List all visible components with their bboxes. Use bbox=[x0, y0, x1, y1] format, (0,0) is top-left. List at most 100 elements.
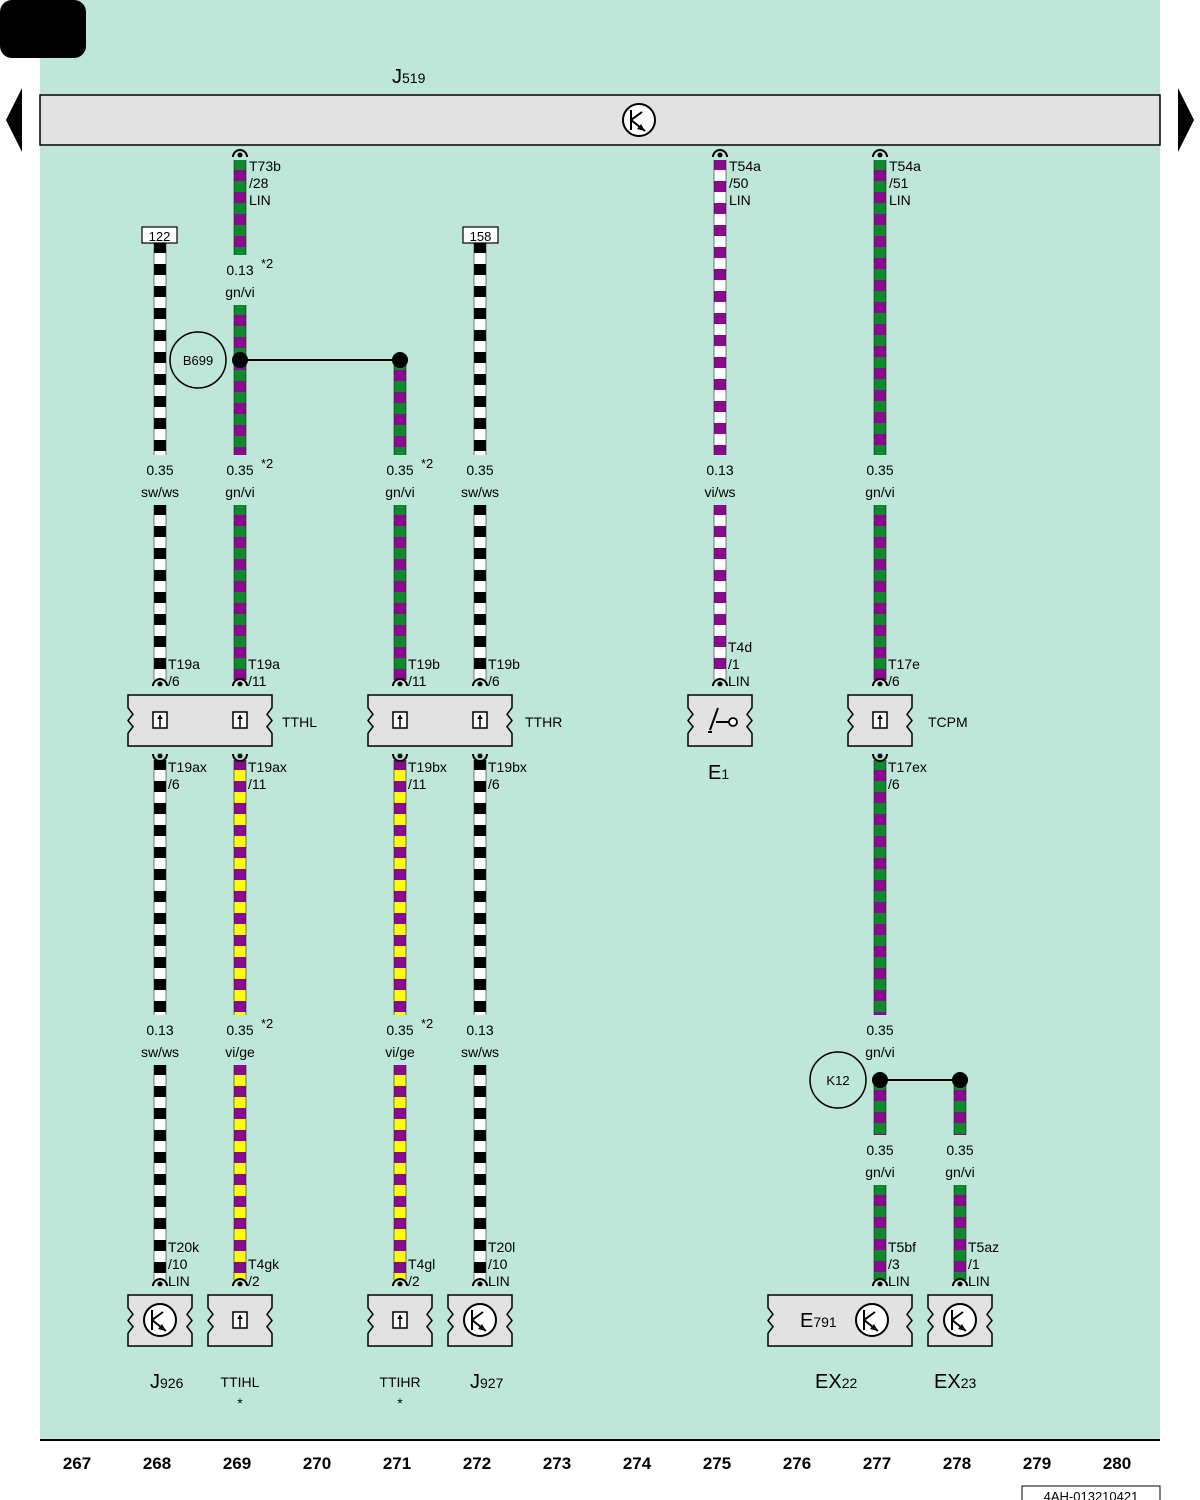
wire-segment bbox=[953, 1080, 967, 1135]
component-note: * bbox=[397, 1395, 403, 1411]
connector-pin-icon bbox=[872, 711, 888, 729]
column-number: 268 bbox=[143, 1454, 171, 1473]
wire-segment bbox=[713, 160, 727, 455]
svg-text:0.13: 0.13 bbox=[226, 262, 253, 278]
svg-text:B699: B699 bbox=[183, 353, 213, 368]
pin-contact-icon bbox=[872, 149, 888, 158]
prev-page-icon[interactable] bbox=[6, 88, 22, 152]
wire-segment bbox=[473, 505, 487, 680]
wire-segment bbox=[873, 760, 887, 1015]
wire-segment bbox=[233, 305, 247, 455]
svg-text:0.35: 0.35 bbox=[866, 1142, 893, 1158]
connector-label: T19a/6 bbox=[168, 656, 200, 689]
connector-label: T19ax/6 bbox=[168, 759, 207, 792]
wire-segment bbox=[153, 505, 167, 680]
connector-pin-icon bbox=[232, 1311, 248, 1329]
switch-icon bbox=[708, 707, 738, 733]
pin-contact-icon bbox=[152, 1278, 168, 1287]
component-name-tthl: TTHL bbox=[282, 714, 317, 730]
wire-segment bbox=[393, 505, 407, 680]
svg-text:0.35: 0.35 bbox=[946, 1142, 973, 1158]
component-note: * bbox=[237, 1395, 243, 1411]
wire-label: 0.35 gn/vi bbox=[945, 1142, 975, 1180]
page-tab-marker bbox=[0, 0, 86, 58]
wire-segment bbox=[393, 760, 407, 1015]
pin-contact-icon bbox=[952, 1278, 968, 1287]
connector-label: T19ax/11 bbox=[248, 759, 287, 792]
svg-text:gn/vi: gn/vi bbox=[945, 1164, 975, 1180]
wire-segment bbox=[473, 760, 487, 1015]
connector-label: T17e/6 bbox=[888, 656, 920, 689]
column-number: 278 bbox=[943, 1454, 971, 1473]
svg-text:sw/ws: sw/ws bbox=[461, 1044, 499, 1060]
connector-label: T19b/11 bbox=[408, 656, 440, 689]
svg-text:122: 122 bbox=[149, 229, 171, 244]
svg-text:sw/ws: sw/ws bbox=[141, 484, 179, 500]
svg-text:0.35: 0.35 bbox=[226, 462, 253, 478]
pin-contact-icon bbox=[152, 753, 168, 762]
svg-text:gn/vi: gn/vi bbox=[385, 484, 415, 500]
svg-text:sw/ws: sw/ws bbox=[141, 1044, 179, 1060]
pin-contact-icon bbox=[232, 149, 248, 158]
component-name-tthr: TTHR bbox=[525, 714, 562, 730]
wire-segment bbox=[873, 505, 887, 680]
svg-text:K12: K12 bbox=[826, 1073, 849, 1088]
pin-contact-icon bbox=[232, 1278, 248, 1287]
svg-text:*2: *2 bbox=[261, 1016, 273, 1031]
pin-contact-icon bbox=[152, 678, 168, 687]
control-unit-icon bbox=[943, 1303, 977, 1337]
component-name-tcpm: TCPM bbox=[928, 714, 968, 730]
control-unit-icon bbox=[855, 1303, 889, 1337]
component-name-j927: J927 bbox=[470, 1371, 504, 1393]
pin-contact-icon bbox=[872, 678, 888, 687]
wires bbox=[152, 149, 968, 1287]
svg-text:gn/vi: gn/vi bbox=[865, 1044, 895, 1060]
wire-segment bbox=[233, 505, 247, 680]
svg-text:*2: *2 bbox=[421, 1016, 433, 1031]
component-box-tthl bbox=[127, 694, 273, 747]
component-box-ex22 bbox=[767, 1294, 913, 1347]
pin-contact-icon bbox=[392, 753, 408, 762]
connector-label: T19bx/11 bbox=[408, 759, 447, 792]
svg-text:0.35: 0.35 bbox=[146, 462, 173, 478]
connector-label: T19a/11 bbox=[248, 656, 280, 689]
junction-label-k12: K12 bbox=[809, 1051, 867, 1109]
connector-pin-icon bbox=[392, 711, 408, 729]
junction-label-b699: B699 bbox=[169, 331, 227, 389]
svg-text:*2: *2 bbox=[261, 256, 273, 271]
connector-label: T4gk/2 bbox=[248, 1256, 280, 1289]
wire-segment bbox=[153, 243, 167, 455]
column-number: 270 bbox=[303, 1454, 331, 1473]
component-name-e1: E1 bbox=[708, 762, 729, 784]
svg-text:vi/ge: vi/ge bbox=[225, 1044, 255, 1060]
pin-contact-icon bbox=[472, 753, 488, 762]
junction-dot bbox=[232, 352, 248, 368]
column-number: 271 bbox=[383, 1454, 411, 1473]
component-inner-label-e791: E791 bbox=[800, 1310, 837, 1332]
column-number: 274 bbox=[623, 1454, 652, 1473]
column-number: 273 bbox=[543, 1454, 571, 1473]
pin-contact-icon bbox=[712, 678, 728, 687]
next-page-icon[interactable] bbox=[1178, 88, 1194, 152]
svg-text:0.35: 0.35 bbox=[866, 1022, 893, 1038]
svg-text:*2: *2 bbox=[421, 456, 433, 471]
